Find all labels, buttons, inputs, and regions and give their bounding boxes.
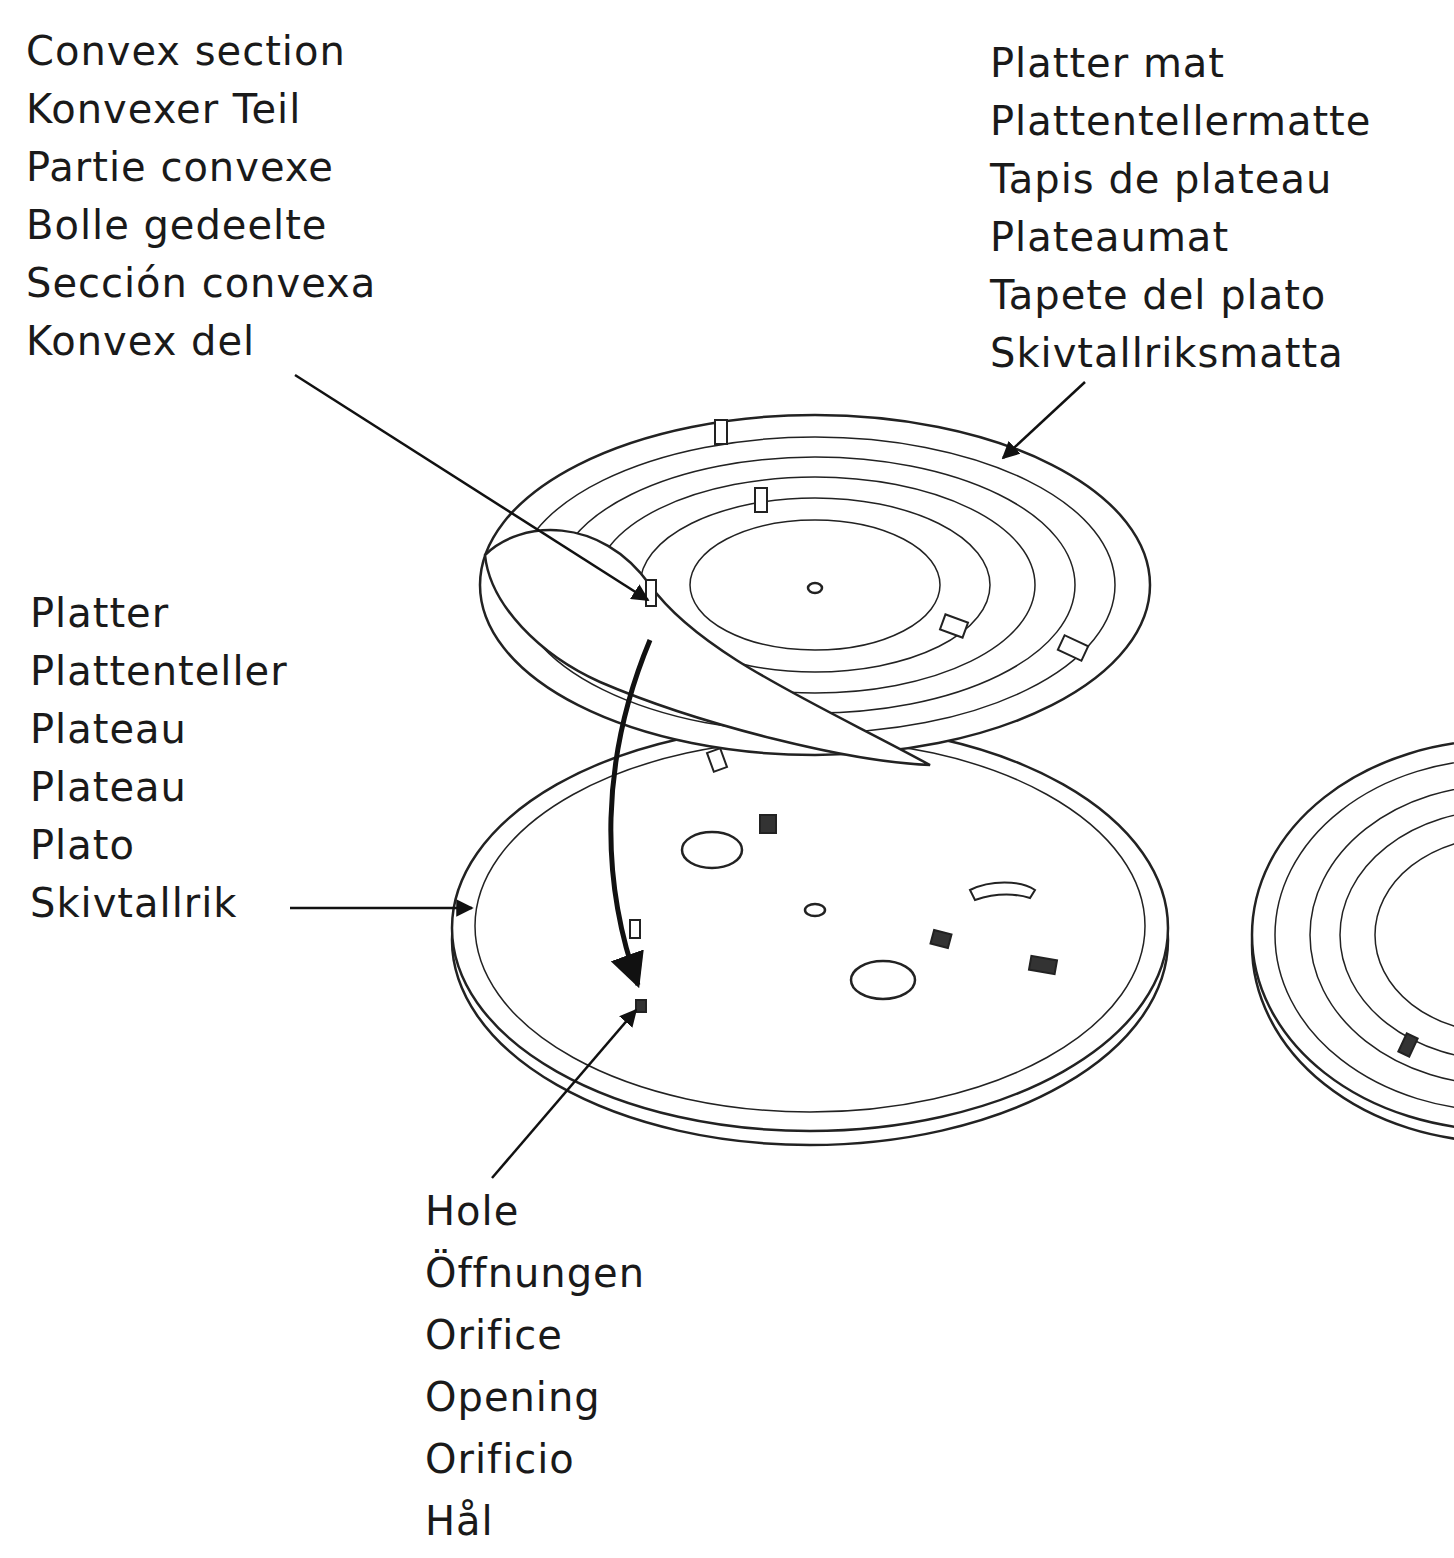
part-label: Partie convexe: [26, 138, 376, 196]
part-label: Konvexer Teil: [26, 80, 376, 138]
platter: [452, 725, 1168, 1145]
part-label: Plateau: [30, 758, 288, 816]
part-label: Platter: [30, 584, 288, 642]
label-group: Platter matPlattentellermatteTapis de pl…: [990, 34, 1371, 382]
part-label: Plateaumat: [990, 208, 1371, 266]
platter-mat: [480, 415, 1150, 765]
part-label: Skivtallriksmatta: [990, 324, 1371, 382]
part-label: Plateau: [30, 700, 288, 758]
part-label: Orifice: [425, 1304, 645, 1366]
part-label: Konvex del: [26, 312, 376, 370]
part-label: Plattenteller: [30, 642, 288, 700]
part-label: Orificio: [425, 1428, 645, 1490]
part-label: Skivtallrik: [30, 874, 288, 932]
part-label: Sección convexa: [26, 254, 376, 312]
part-label: Tapete del plato: [990, 266, 1371, 324]
part-label: Hål: [425, 1490, 645, 1552]
part-label: Bolle gedeelte: [26, 196, 376, 254]
label-group: PlatterPlattentellerPlateauPlateauPlatoS…: [30, 584, 288, 932]
label-group: HoleÖffnungenOrificeOpeningOrificioHål: [425, 1180, 645, 1552]
assembled-platter: [1252, 740, 1454, 1142]
part-label: Plattentellermatte: [990, 92, 1371, 150]
part-label: Opening: [425, 1366, 645, 1428]
leader-lines: [290, 375, 1085, 1178]
part-label: Convex section: [26, 22, 376, 80]
label-group: Convex sectionKonvexer TeilPartie convex…: [26, 22, 376, 370]
part-label: Platter mat: [990, 34, 1371, 92]
part-label: Tapis de plateau: [990, 150, 1371, 208]
part-label: Plato: [30, 816, 288, 874]
part-label: Hole: [425, 1180, 645, 1242]
part-label: Öffnungen: [425, 1242, 645, 1304]
